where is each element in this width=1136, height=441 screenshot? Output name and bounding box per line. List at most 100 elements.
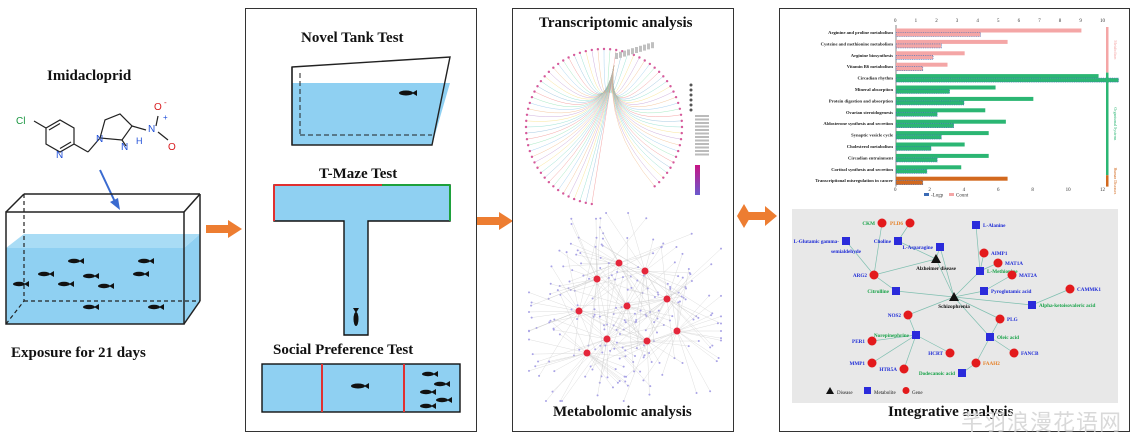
- metnet-edge: [618, 262, 658, 333]
- metnet-leaf: [609, 349, 612, 352]
- chord-node: [653, 66, 656, 69]
- chord-node: [525, 113, 529, 116]
- metnet-edge: [592, 262, 620, 299]
- metnet-edge: [560, 294, 588, 354]
- metnet-edge: [596, 266, 639, 280]
- chord-link: [612, 64, 668, 101]
- chord-node: [674, 95, 678, 99]
- metnet-leaf: [662, 242, 665, 245]
- chord-legend-line: [695, 146, 709, 149]
- metnet-leaf: [642, 274, 645, 277]
- metnet-leaf: [606, 323, 609, 326]
- network-edge: [915, 334, 951, 354]
- fish-group: [13, 258, 164, 310]
- metnet-leaf: [558, 249, 561, 252]
- metnet-hub: [583, 349, 591, 357]
- metnet-leaf: [678, 300, 681, 303]
- chord-hub-segment: [627, 49, 630, 56]
- bar-neglogp: [895, 100, 965, 106]
- metnet-edge: [615, 307, 648, 342]
- metnet-leaf: [549, 319, 552, 322]
- bar-legend-logp: -Logp: [931, 194, 944, 199]
- chord-node: [678, 144, 682, 147]
- chord-node: [524, 125, 528, 129]
- network-gene-node: [867, 358, 877, 368]
- metnet-edge: [578, 237, 597, 312]
- network-metabolite-node: [1028, 301, 1036, 309]
- bar-count: [896, 142, 965, 147]
- chord-node: [525, 138, 529, 141]
- metnet-edge: [644, 270, 687, 289]
- metnet-leaf: [596, 394, 599, 397]
- chord-legend-dot: [689, 108, 693, 112]
- metnet-leaf: [652, 252, 655, 255]
- chord-node: [653, 185, 656, 188]
- metnet-leaf: [669, 287, 672, 290]
- metnet-leaf: [599, 266, 602, 269]
- bar-legend-swatch-logp: [924, 193, 929, 196]
- chord-node: [539, 79, 543, 83]
- metnet-leaf: [576, 304, 579, 307]
- chord-node: [590, 202, 593, 206]
- chord-legend-line: [695, 139, 709, 142]
- metnet-edge: [557, 289, 580, 312]
- bar-category-label: Circadian entrainment: [848, 155, 893, 160]
- metnet-leaf: [528, 330, 530, 333]
- metnet-leaf: [599, 256, 602, 259]
- network-gene-node: [903, 310, 913, 320]
- metnet-leaf: [544, 400, 547, 402]
- chord-node: [669, 85, 672, 88]
- metnet-edge: [586, 313, 636, 354]
- chord-legend-line: [695, 136, 709, 138]
- metnet-edge: [623, 298, 668, 330]
- metnet-leaf: [687, 268, 690, 271]
- metnet-leaf: [553, 318, 556, 321]
- metnet-leaf: [671, 315, 674, 318]
- t-maze-diagram: [273, 184, 451, 336]
- network-node-label: MMP1: [849, 361, 865, 367]
- bar-axis-top-tick: 9: [1079, 19, 1082, 24]
- chord-hub-segment: [623, 50, 626, 57]
- metnet-leaf: [601, 351, 604, 354]
- bar-neglogp: [895, 112, 938, 117]
- metnet-edge: [644, 270, 668, 284]
- chord-node: [596, 48, 600, 51]
- atom-o-bottom: O: [168, 142, 176, 153]
- bar-neglogp: [895, 134, 942, 140]
- legend-disease-label: Disease: [837, 391, 853, 396]
- metnet-edge: [626, 262, 675, 307]
- metnet-edge: [554, 352, 588, 372]
- chord-legend-line: [695, 129, 709, 131]
- metnet-edge: [666, 280, 693, 300]
- metnet-leaf: [710, 314, 713, 317]
- metnet-leaf: [593, 313, 596, 316]
- metnet-edge: [531, 278, 598, 306]
- metnet-leaf: [662, 324, 665, 327]
- chord-legend-line: [695, 143, 709, 145]
- metnet-edge: [676, 330, 717, 362]
- metnet-edge: [554, 319, 608, 340]
- chord-node: [547, 70, 551, 74]
- metnet-leaf: [584, 375, 587, 378]
- metnet-leaf: [682, 296, 685, 299]
- bar-count: [896, 28, 1082, 33]
- metnet-edge: [537, 338, 608, 362]
- metnet-leaf: [623, 375, 626, 378]
- metnet-leaf: [559, 400, 562, 402]
- metnet-edge: [609, 298, 668, 352]
- chord-node: [533, 90, 536, 93]
- metnet-leaf: [657, 293, 660, 296]
- metnet-leaf: [528, 310, 530, 313]
- metnet-edge: [625, 330, 678, 351]
- network-node-label: FAAH2: [983, 361, 1000, 367]
- metnet-leaf: [677, 275, 680, 278]
- metnet-edge: [666, 298, 713, 346]
- metnet-edge: [586, 352, 619, 383]
- metnet-leaf: [594, 245, 597, 248]
- bar-axis-bottom-tick: 4: [963, 188, 966, 193]
- network-metabolite-node: [958, 369, 966, 377]
- metnet-edge: [670, 288, 678, 332]
- metnet-edge: [550, 283, 628, 307]
